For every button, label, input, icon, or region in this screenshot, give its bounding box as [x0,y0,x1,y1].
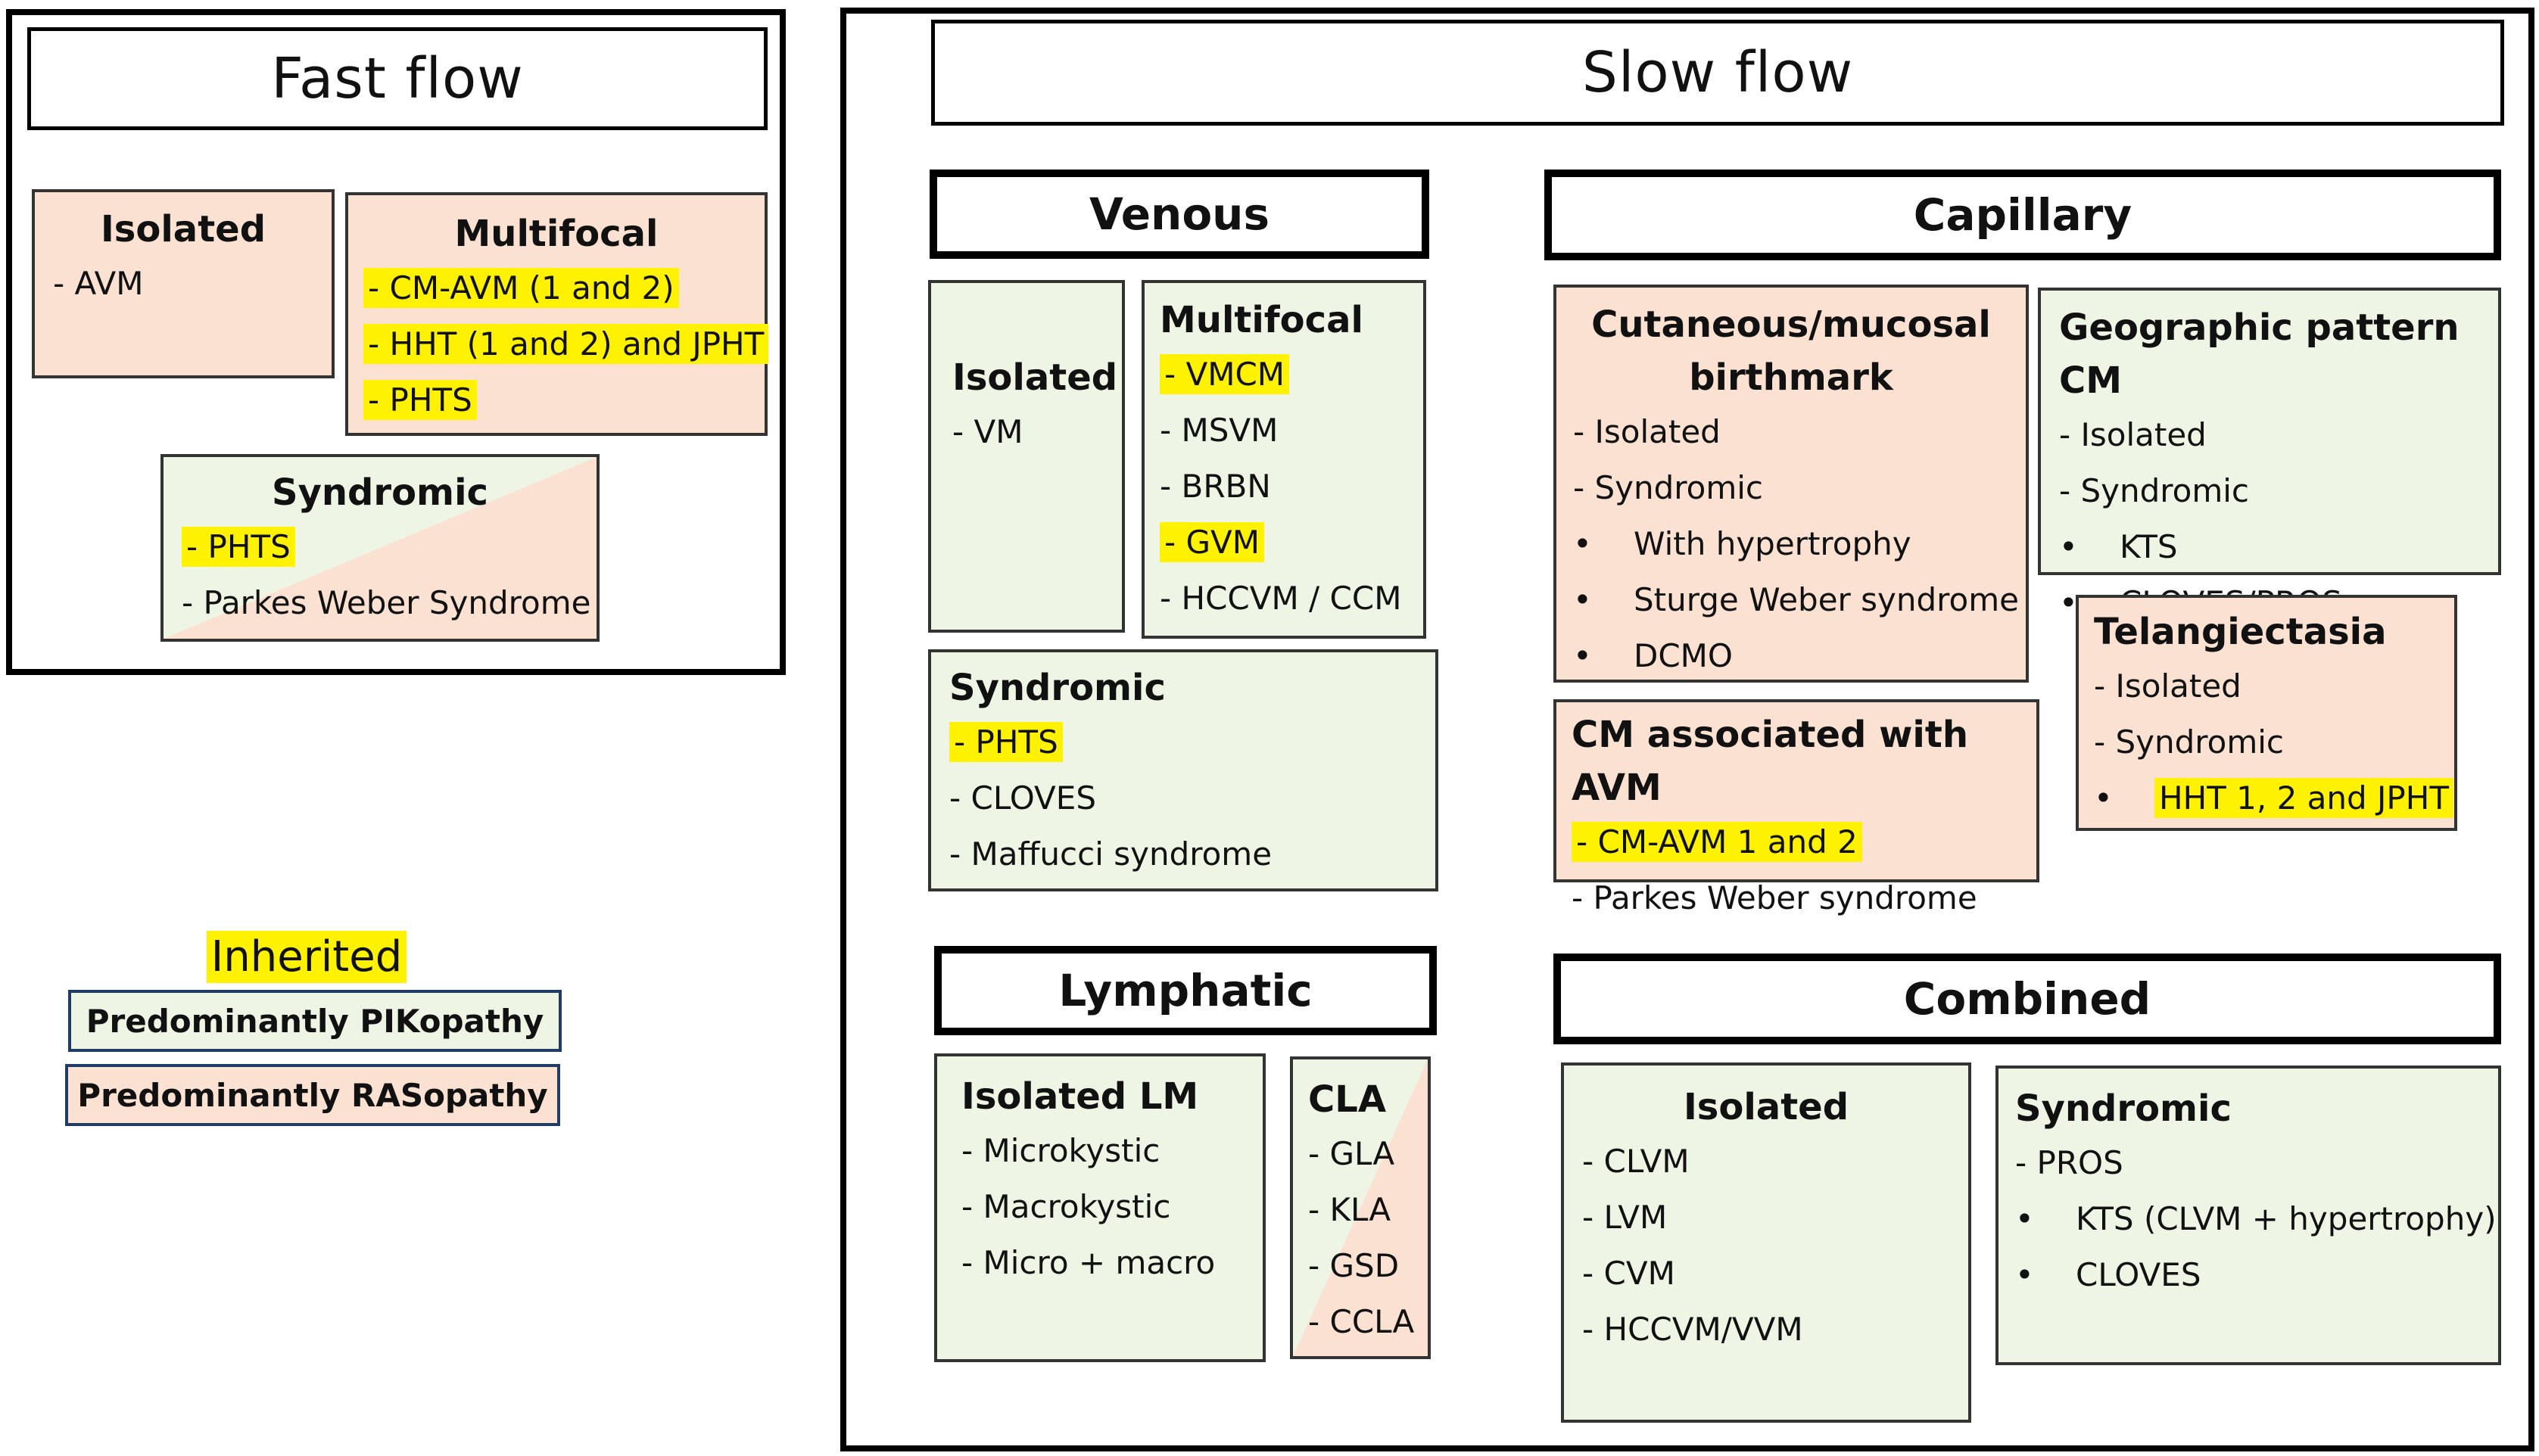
cla-title: CLA [1308,1078,1386,1121]
fast-multifocal-title: Multifocal [454,213,659,255]
list-item: - BRBN [1160,468,1271,505]
venous-isolated-title: Isolated [952,356,1118,399]
cutaneous-birthmark-box: Cutaneous/mucosal birthmark - Isolated -… [1553,285,2029,683]
list-item: - KLA [1308,1191,1391,1228]
fast-flow-panel [6,9,786,675]
fast-isolated-title: Isolated [100,208,266,250]
list-item: - PHTS [949,722,1063,762]
legend-inherited-label: Inherited [206,930,407,983]
telangiectasia-title: Telangiectasia [2094,611,2387,653]
list-item: •Sturge Weber syndrome [1573,581,2019,618]
fast-multifocal-box: Multifocal - CM-AVM (1 and 2) - HHT (1 a… [345,192,769,436]
list-item: - MSVM [1160,412,1279,449]
lymphatic-isolated-title: Isolated LM [961,1075,1199,1118]
combined-syndromic-title: Syndromic [2015,1087,2232,1130]
lymphatic-title: Lymphatic [1058,965,1313,1016]
venous-title-box: Venous [930,170,1429,259]
slow-flow-title-box: Slow flow [931,20,2504,126]
list-item: - Parkes Weber Syndrome [182,584,591,621]
list-item: •KTS [2059,528,2178,565]
list-item: - CCLA [1308,1303,1415,1340]
list-item: - Syndromic [1573,469,1764,506]
venous-isolated-box: Isolated - VM [928,280,1125,633]
list-item: •DCMO [1573,637,1733,674]
cm-avm-title: CM associated with AVM [1572,714,1968,809]
list-item: - GVM [1160,522,1265,562]
lymphatic-title-box: Lymphatic [934,946,1437,1035]
list-item: •KTS (CLVM + hypertrophy) [2015,1200,2497,1237]
list-item: - LVM [1582,1199,1668,1236]
list-item: - Isolated [2059,416,2207,453]
list-item: - HCCVM/VVM [1582,1311,1803,1348]
list-item: - Parkes Weber syndrome [1572,879,1977,916]
fast-flow-title-box: Fast flow [27,27,768,130]
list-item: - VM [952,413,1023,450]
list-item: - Isolated [1573,413,1721,450]
list-item: - Syndromic [2094,723,2285,761]
list-item: - Micro + macro [961,1244,1216,1281]
list-item: - Maffucci syndrome [949,835,1273,873]
combined-title: Combined [1903,973,2151,1025]
list-item: - Microkystic [961,1132,1160,1169]
legend-pikopathy: Predominantly PIKopathy [68,990,562,1052]
list-item: - Macrokystic [961,1188,1171,1225]
fast-syndromic-box: Syndromic - PHTS - Parkes Weber Syndrome [160,454,600,642]
cm-avm-box: CM associated with AVM - CM-AVM 1 and 2 … [1553,699,2039,916]
venous-multifocal-box: Multifocal - VMCM - MSVM - BRBN - GVM - … [1142,280,1426,639]
list-item: •HHT 1, 2 and JPHT [2094,770,2454,826]
fast-flow-title: Fast flow [271,46,524,111]
list-item: - CVM [1582,1255,1675,1292]
legend-inherited: Inherited [206,926,407,987]
list-item: •CLOVES [2015,1256,2201,1293]
capillary-title-box: Capillary [1544,170,2501,260]
venous-syndromic-box: Syndromic - PHTS - CLOVES - Maffucci syn… [928,649,1438,891]
combined-isolated-box: Isolated - CLVM - LVM - CVM - HCCVM/VVM [1561,1062,1971,1423]
list-item: - CM-AVM 1 and 2 [1572,822,1862,862]
venous-syndromic-title: Syndromic [949,667,1166,709]
geographic-title: Geographic pattern CM [2059,306,2460,402]
list-item: - PHTS [182,527,295,567]
list-item: - Syndromic [2059,472,2250,509]
fast-syndromic-title: Syndromic [272,471,488,514]
list-item: - HCCVM / CCM [1160,580,1402,617]
list-item: - CLOVES [949,779,1096,817]
cutaneous-title-line2: birthmark [1689,356,1893,399]
list-item: - PROS [2015,1144,2123,1181]
combined-title-box: Combined [1553,954,2501,1044]
list-item: - GSD [1308,1247,1400,1284]
geographic-pattern-box: Geographic pattern CM - Isolated - Syndr… [2038,288,2501,621]
telangiectasia-box: Telangiectasia - Isolated - Syndromic •H… [2076,595,2457,831]
fast-isolated-box: Isolated - AVM [32,189,335,378]
slow-flow-title: Slow flow [1581,40,1854,105]
legend-pikopathy-label: Predominantly PIKopathy [86,1002,544,1040]
cla-box: CLA - GLA - KLA - GSD - CCLA [1290,1056,1431,1359]
list-item: •With hypertrophy [1573,525,1911,562]
list-item: - PHTS [363,380,477,420]
list-item: - GLA [1308,1135,1395,1172]
legend-rasopathy: Predominantly RASopathy [65,1064,560,1126]
venous-title: Venous [1089,188,1270,240]
list-item: - CM-AVM (1 and 2) [363,268,679,308]
list-item: - AVM [53,265,144,302]
list-item: - CLVM [1582,1143,1690,1180]
list-item: - HHT (1 and 2) and JPHT [363,324,769,364]
list-item: - VMCM [1160,354,1290,394]
cutaneous-title-line1: Cutaneous/mucosal [1591,303,1991,346]
capillary-title: Capillary [1913,189,2132,241]
combined-syndromic-box: Syndromic - PROS •KTS (CLVM + hypertroph… [1995,1066,2501,1365]
legend-rasopathy-label: Predominantly RASopathy [77,1076,548,1114]
list-item: - Isolated [2094,667,2241,705]
lymphatic-isolated-box: Isolated LM - Microkystic - Macrokystic … [934,1053,1266,1362]
venous-multifocal-title: Multifocal [1160,299,1363,341]
slow-flow-panel [840,8,2534,1451]
combined-isolated-title: Isolated [1683,1086,1849,1128]
